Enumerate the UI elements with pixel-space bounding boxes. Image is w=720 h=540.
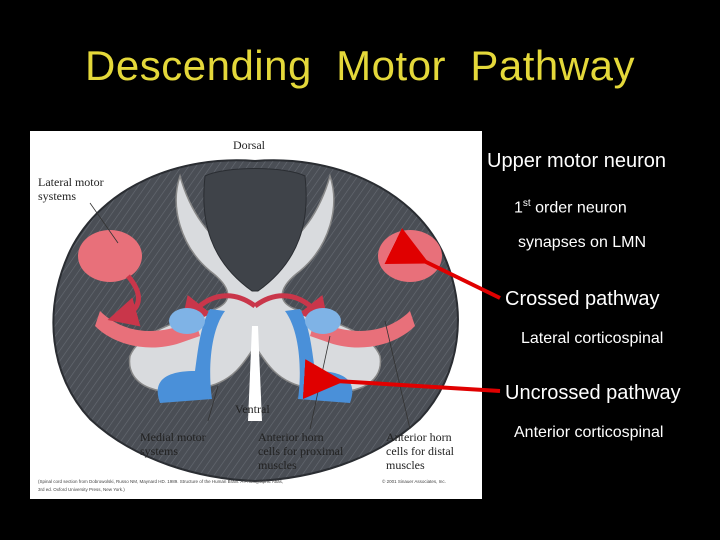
text-first-order-num: 1 <box>514 199 523 217</box>
anterior-horn-left <box>169 308 205 334</box>
leader-lateral <box>89 202 119 244</box>
lateral-curve-arrow <box>107 274 141 327</box>
text-upper-motor-neuron: Upper motor neuron <box>487 150 666 172</box>
label-ventral: Ventral <box>235 402 270 416</box>
figure-copyright: © 2001 Sinauer Associates, Inc. <box>382 478 446 484</box>
label-anterior-dist-2: cells for distal <box>386 444 455 458</box>
spinal-cord-figure: Dorsal Ventral Lateral motor systems Med… <box>30 131 482 499</box>
label-dorsal: Dorsal <box>233 138 266 152</box>
label-lateral-motor-1: Lateral motor <box>38 175 104 189</box>
crossing-arrow-right <box>253 293 330 328</box>
figure-credit-1: (Spinal cord section from Dobrowolski, R… <box>38 479 283 484</box>
arrow-to-crossed-pathway <box>384 228 501 300</box>
label-medial-motor-2: systems <box>140 444 178 458</box>
leader-medial <box>207 385 219 422</box>
text-uncrossed-pathway: Uncrossed pathway <box>505 382 681 404</box>
text-first-order-neuron: 1st order neuron <box>514 198 627 217</box>
label-anterior-prox-3: muscles <box>258 458 297 472</box>
text-anterior-corticospinal: Anterior corticospinal <box>514 424 664 441</box>
label-lateral-motor-2: systems <box>38 189 76 203</box>
crossing-arrow-left <box>180 293 257 328</box>
anterior-horn-right <box>305 308 341 334</box>
label-anterior-prox-2: cells for proximal <box>258 444 344 458</box>
label-anterior-prox-1: Anterior horn <box>258 430 324 444</box>
medial-pathway-left <box>157 309 225 403</box>
text-first-order-sup: st <box>522 198 531 209</box>
label-anterior-dist-3: muscles <box>386 458 425 472</box>
label-medial-motor-1: Medial motor <box>140 430 206 444</box>
ventral-fissure <box>248 326 262 421</box>
arrow-to-uncrossed-pathway <box>302 359 501 400</box>
dorsal-column <box>203 168 307 292</box>
text-first-order-rest: order neuron <box>530 199 627 217</box>
lateral-tract-left <box>78 230 142 282</box>
leader-distal <box>384 320 411 430</box>
text-lateral-corticospinal: Lateral corticospinal <box>521 330 664 347</box>
label-anterior-dist-1: Anterior horn <box>386 430 452 444</box>
slide-title: Descending Motor Pathway <box>85 42 635 89</box>
text-synapses: synapses on LMN <box>518 234 647 251</box>
lateral-pathway-left <box>95 311 200 348</box>
figure-credit-2: 3rd ed. Oxford University Press, New Yor… <box>38 487 125 492</box>
text-crossed-pathway: Crossed pathway <box>505 288 660 310</box>
